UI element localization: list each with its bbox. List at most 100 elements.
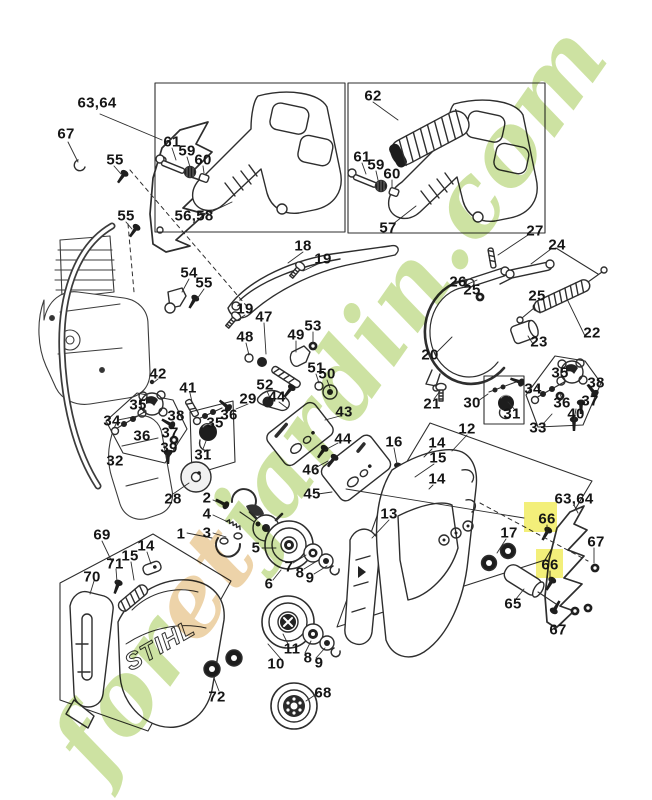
part-label-9: 9 xyxy=(314,654,324,672)
brake-cover-assembly xyxy=(336,422,593,658)
part-label-8: 8 xyxy=(303,649,313,667)
part-label-55: 55 xyxy=(117,207,135,225)
handguard-box-left xyxy=(154,82,346,233)
part-label-34: 34 xyxy=(103,412,121,430)
part-label-35: 35 xyxy=(206,414,224,432)
part-label-5: 5 xyxy=(251,539,261,557)
part-label-30: 30 xyxy=(463,394,481,412)
grip-sleeve xyxy=(389,108,470,168)
clutch-drum-lower xyxy=(261,595,341,658)
part-label-69: 69 xyxy=(93,526,111,544)
part-label-24: 24 xyxy=(548,236,566,254)
part-label-66: 66 xyxy=(541,556,559,574)
part-label-15: 15 xyxy=(429,449,447,467)
part-label-25: 25 xyxy=(528,287,546,305)
linkage-small-parts xyxy=(244,340,338,412)
part-label-13: 13 xyxy=(380,505,398,523)
part-label-63-64: 63,64 xyxy=(554,490,594,508)
washer-disc xyxy=(180,461,212,493)
part-label-54: 54 xyxy=(180,264,198,282)
sprocket-drum xyxy=(270,682,318,730)
part-label-36: 36 xyxy=(133,427,151,445)
part-label-7: 7 xyxy=(284,558,294,576)
part-label-57: 57 xyxy=(379,219,397,237)
part-label-26: 26 xyxy=(449,273,467,291)
part-label-43: 43 xyxy=(335,403,353,421)
part-label-67: 67 xyxy=(57,125,75,143)
part-label-28: 28 xyxy=(164,490,182,508)
part-label-45: 45 xyxy=(303,485,321,503)
part-label-48: 48 xyxy=(236,328,254,346)
part-label-17: 17 xyxy=(500,524,518,542)
part-label-61: 61 xyxy=(163,133,181,151)
part-label-14: 14 xyxy=(428,470,446,488)
part-label-53: 53 xyxy=(304,317,322,335)
construction-lines xyxy=(127,169,589,562)
part-label-12: 12 xyxy=(458,420,476,438)
part-label-20: 20 xyxy=(421,346,439,364)
part-label-38: 38 xyxy=(587,374,605,392)
part-label-63-64: 63,64 xyxy=(77,94,117,112)
oil-pump-hexagon-right xyxy=(525,355,602,432)
part-label-41: 41 xyxy=(179,379,197,397)
part-label-14: 14 xyxy=(428,434,446,452)
part-label-44: 44 xyxy=(334,430,352,448)
part-label-19: 19 xyxy=(314,250,332,268)
spike-bumper-top xyxy=(73,121,213,253)
part-label-71: 71 xyxy=(106,555,124,573)
tension-line xyxy=(345,488,525,519)
part-label-68: 68 xyxy=(314,684,332,702)
part-label-55: 55 xyxy=(195,274,213,292)
brake-band-group xyxy=(423,247,608,402)
part-label-47: 47 xyxy=(255,308,273,326)
part-label-35: 35 xyxy=(129,396,147,414)
part-label-16: 16 xyxy=(385,433,403,451)
spike-bumper-bottom xyxy=(503,505,601,629)
part-label-49: 49 xyxy=(287,326,305,344)
part-label-46: 46 xyxy=(302,461,320,479)
leader-lines xyxy=(67,101,595,702)
part-label-42: 42 xyxy=(149,365,167,383)
part-label-56-58: 56,58 xyxy=(174,207,214,225)
cover-plates xyxy=(266,401,392,502)
part-label-8: 8 xyxy=(295,564,305,582)
part-label-21: 21 xyxy=(423,395,441,413)
sprocket-cover-box: STIHL xyxy=(59,533,243,732)
part-label-18: 18 xyxy=(294,237,312,255)
part-label-61: 61 xyxy=(353,148,371,166)
part-label-51: 51 xyxy=(307,359,325,377)
part-label-60: 60 xyxy=(194,151,212,169)
oil-pump-hexagon-left xyxy=(105,379,200,465)
highlight-box xyxy=(524,502,557,532)
part-label-59: 59 xyxy=(367,156,385,174)
clutch-drum-upper xyxy=(264,520,340,576)
part-label-15: 15 xyxy=(121,547,139,565)
part-label-50: 50 xyxy=(318,365,336,383)
part-label-29: 29 xyxy=(239,390,257,408)
part-label-34: 34 xyxy=(524,380,542,398)
part-label-65: 65 xyxy=(504,595,522,613)
engine-sketch xyxy=(38,222,174,520)
part-label-4: 4 xyxy=(202,505,212,523)
part-label-40: 40 xyxy=(567,405,585,423)
part-label-44: 44 xyxy=(268,388,286,406)
part-label-23: 23 xyxy=(530,333,548,351)
part-label-36: 36 xyxy=(553,394,571,412)
part-label-37: 37 xyxy=(581,392,599,410)
part-label-70: 70 xyxy=(83,568,101,586)
part-label-67: 67 xyxy=(587,533,605,551)
handguard-box-right xyxy=(347,82,546,234)
part-label-19: 19 xyxy=(236,300,254,318)
highlight-box xyxy=(536,549,563,578)
part-label-32: 32 xyxy=(106,452,124,470)
part-label-66: 66 xyxy=(538,510,556,528)
part-label-25: 25 xyxy=(463,281,481,299)
part-label-27: 27 xyxy=(526,222,544,240)
part-label-39: 39 xyxy=(160,439,178,457)
part-label-52: 52 xyxy=(256,376,274,394)
tension-spring xyxy=(533,279,591,314)
part-label-59: 59 xyxy=(178,142,196,160)
part-label-9: 9 xyxy=(305,569,315,587)
